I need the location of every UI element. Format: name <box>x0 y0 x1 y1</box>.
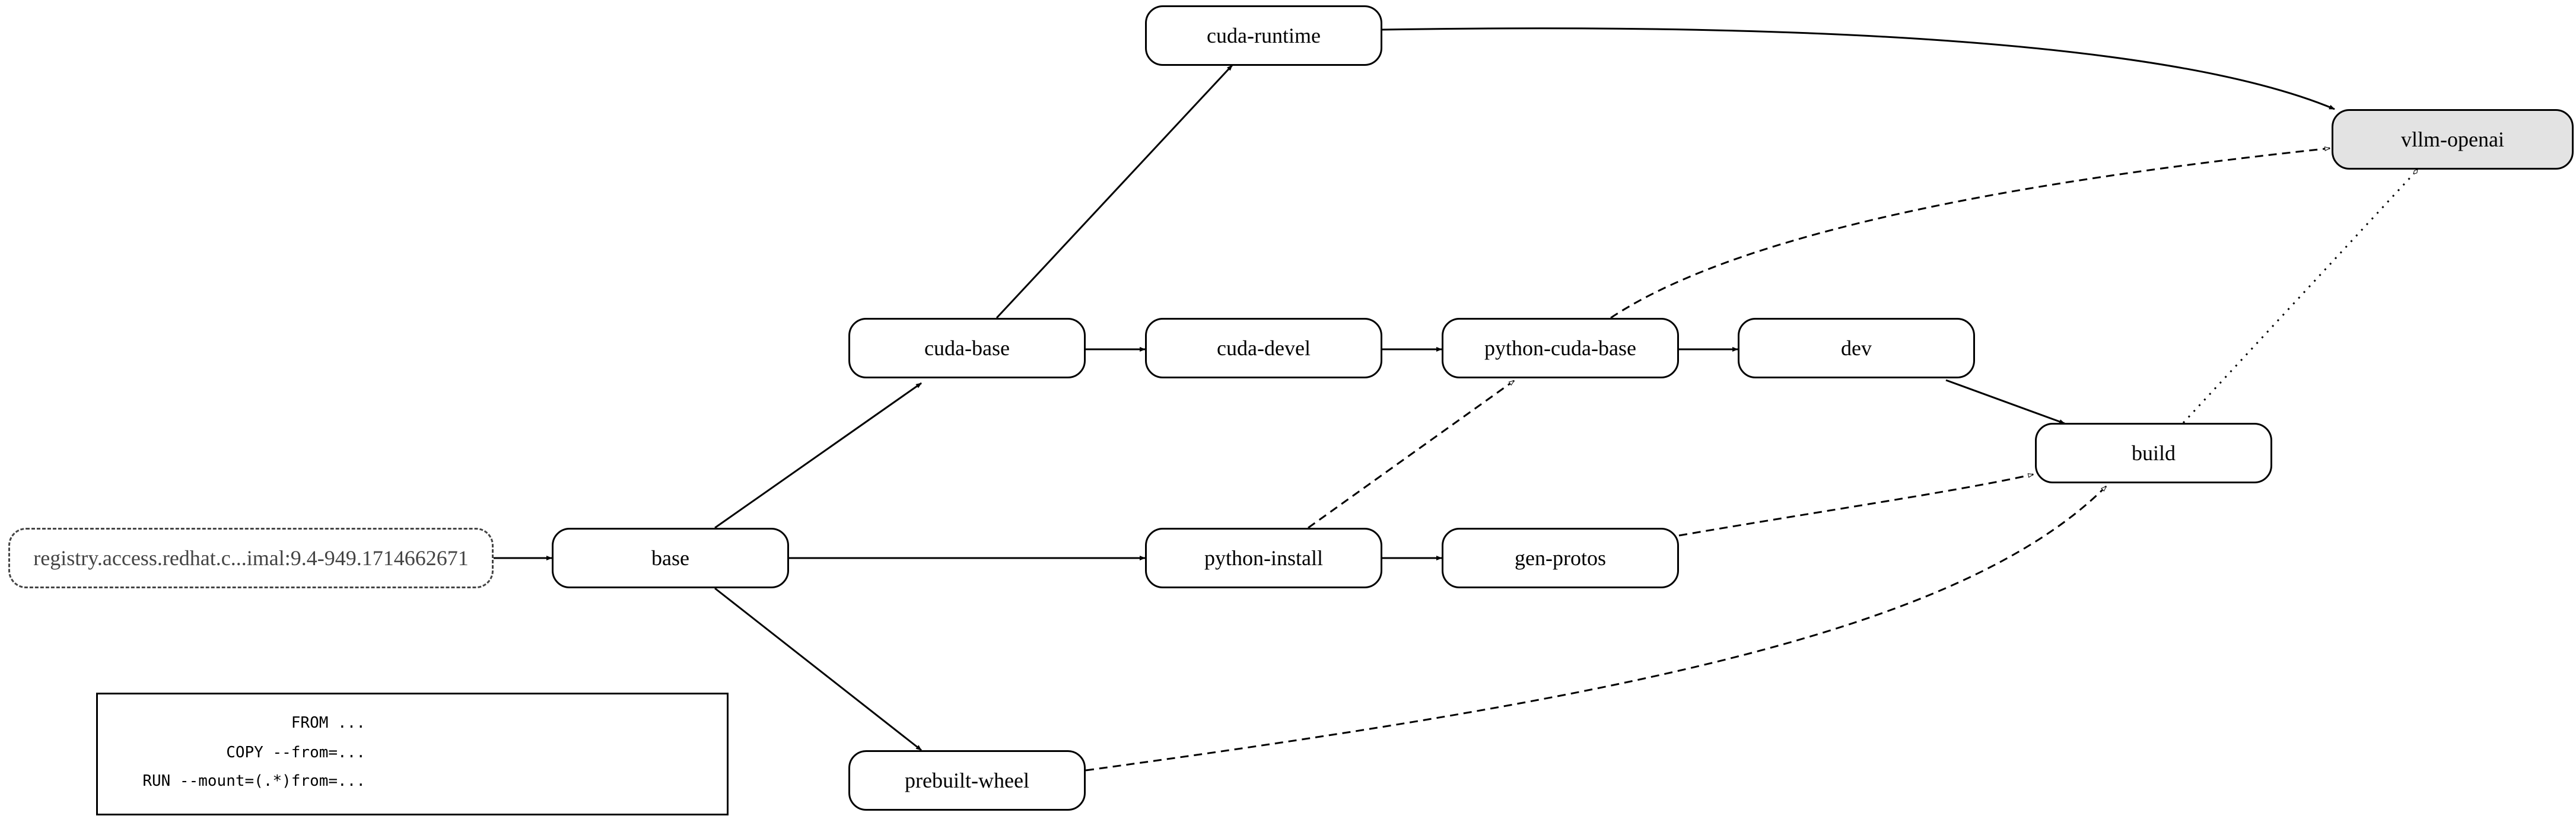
legend-from-label: FROM ... <box>291 714 365 732</box>
node-build: build <box>2035 423 2272 483</box>
edge-base-to-cuda-base <box>714 382 922 529</box>
node-dev: dev <box>1738 318 1975 378</box>
legend-run-label: RUN --mount=(.*)from=... <box>142 772 365 790</box>
node-cuda-base: cuda-base <box>848 318 1086 378</box>
legend <box>96 693 729 815</box>
edge-python-cuda-base-to-vllm-openai <box>1610 148 2330 319</box>
edge-build-to-vllm-openai <box>2182 168 2419 424</box>
edge-base-to-prebuilt-wheel <box>714 587 922 751</box>
edge-python-install-to-python-cuda-base <box>1308 380 1514 529</box>
legend-copy-label: COPY --from=... <box>226 744 365 761</box>
edge-cuda-base-to-cuda-runtime <box>996 64 1233 319</box>
edge-cuda-runtime-to-vllm-openai <box>1382 27 2335 110</box>
node-cuda-runtime: cuda-runtime <box>1145 5 1382 66</box>
node-python-cuda-base: python-cuda-base <box>1442 318 1679 378</box>
node-cuda-devel: cuda-devel <box>1145 318 1382 378</box>
node-base: base <box>552 528 789 588</box>
node-python-install: python-install <box>1145 528 1382 588</box>
edge-gen-protos-to-build <box>1678 474 2033 537</box>
node-vllm-openai: vllm-openai <box>2332 109 2574 170</box>
edge-prebuilt-wheel-to-build <box>1085 486 2106 772</box>
edge-dev-to-build <box>1945 379 2065 425</box>
node-prebuilt-wheel: prebuilt-wheel <box>848 750 1086 811</box>
node-gen-protos: gen-protos <box>1442 528 1679 588</box>
node-registry: registry.access.redhat.c...imal:9.4-949.… <box>8 528 494 588</box>
